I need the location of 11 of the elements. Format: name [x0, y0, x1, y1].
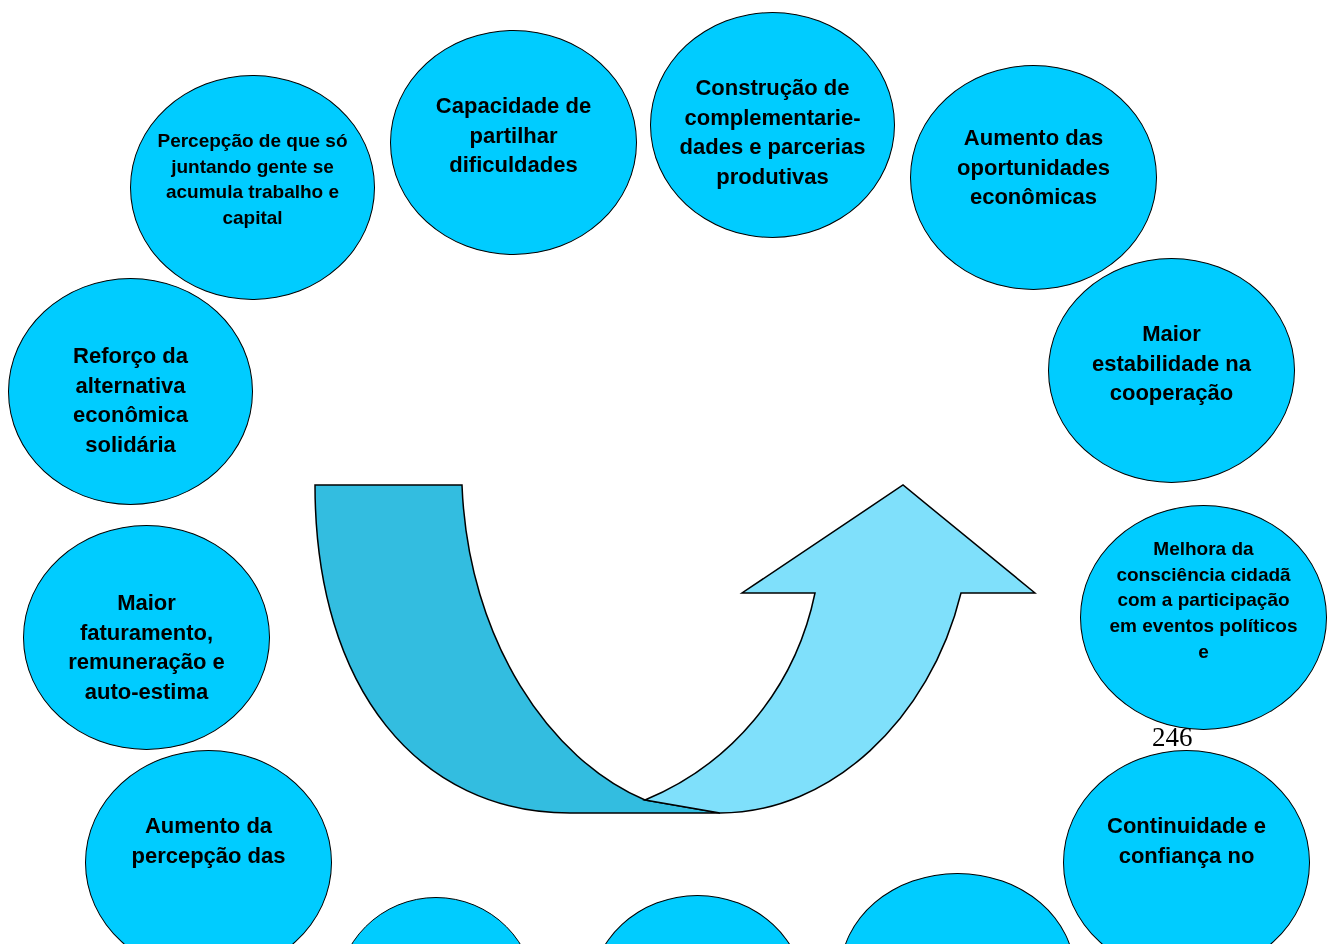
circle-text: Aumento da percepção das: [130, 812, 287, 870]
circle-text: Capacidade de partilhar dificuldades: [434, 92, 593, 180]
circle-text: Continuidade e confiança no: [1106, 812, 1267, 870]
circle-text: Aumento das oportunidades econômicas: [956, 124, 1111, 212]
circle-text: Percepção de que só juntando gente se acumula trabalho e capital: [156, 129, 349, 230]
circle-text: Melhora da consciência cidadã com a participação em eventos políticos e: [1109, 537, 1298, 664]
circle-text: Maior faturamento, remuneração e auto-estima: [67, 589, 226, 707]
circle-text: Construção de complementarie-dades e parcerias produtivas: [678, 74, 867, 192]
circle-text: Reforço da alternativa econômica solidária: [72, 342, 189, 460]
page-number: 246: [1152, 724, 1193, 751]
circle-text: Maior estabilidade na cooperação: [1091, 320, 1252, 408]
